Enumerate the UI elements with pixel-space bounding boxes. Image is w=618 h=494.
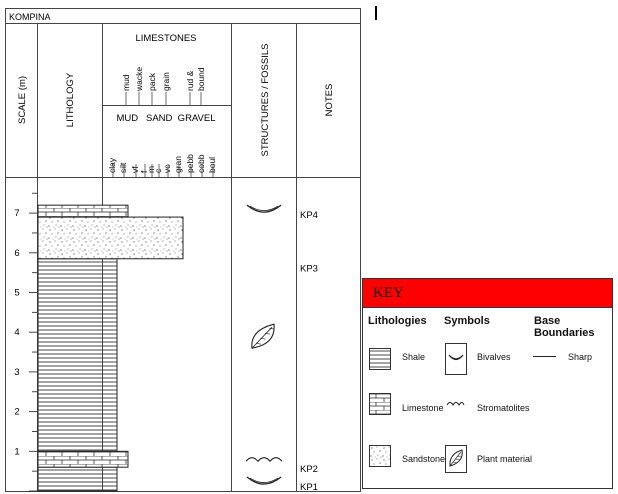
bed-shale [37,258,118,452]
grain-size-label: gran [173,156,183,173]
stromatolites-icon [445,393,465,413]
grain-size-label: f [139,170,149,173]
shale-swatch [369,348,391,370]
text-cursor [375,6,377,20]
limestone-type-label: mud [121,74,131,91]
limestone-type-label: bound [196,67,206,91]
key-boundary-sharp: Sharp [568,352,593,362]
bed-shale [37,466,118,492]
plant-material-icon [445,445,467,473]
bivalves-icon [445,343,467,375]
grain-size-label: cobb [196,154,206,173]
key-lithologies-header: Lithologies [368,315,427,327]
lithology-header: LITHOLOGY [65,72,76,127]
note-label: KP1 [300,482,318,493]
scale-header: SCALE (m) [17,76,28,124]
scale-tick-label: 7 [14,208,19,219]
scale-tick-label: 5 [14,288,19,299]
key-lithology-limestone: Limestone [402,403,444,413]
note-label: KP4 [300,210,318,221]
structures-header: STRUCTURES / FOSSILS [260,44,271,157]
limestone-type-label: pack [147,72,157,91]
grain-size-label: pebb [185,154,195,173]
key-symbol-bivalves: Bivalves [477,352,511,362]
key-lithology-shale: Shale [402,352,426,362]
note-label: KP2 [300,464,318,475]
sample-notes: KP1 KP2 KP3 KP4 [300,210,318,493]
scale-axis: 1 2 3 4 5 6 7 [14,192,37,492]
key-title: KEY [363,279,612,308]
grain-size-label: m [146,166,156,173]
plant-material-icon [251,323,275,349]
limestone-swatch [369,393,391,415]
clastic-groups-header: MUD SAND GRAVEL [116,113,215,124]
limestone-type-label: grain [161,72,171,91]
note-label: KP3 [300,264,318,275]
grain-size-label: clay [107,157,117,173]
limestones-header: LIMESTONES [135,33,196,44]
scale-tick-label: 3 [14,367,19,378]
key-lithology-sandstone: Sandstone [402,454,446,464]
scale-tick-label: 2 [14,407,19,418]
grain-size-label: boul [207,157,217,173]
key-symbol-stromatolites: Stromatolites [477,403,530,413]
stromatolites-icon [245,457,283,463]
grain-size-label: silt [118,162,128,173]
key-boundaries-header: Base Boundaries [534,315,595,339]
section-title: KOMPINA [9,12,51,22]
grain-size-label: vc [162,164,172,173]
bed-limestone [37,204,129,218]
scale-tick-label: 4 [14,327,19,338]
fossil-symbols [245,204,283,485]
sharp-boundary-line [533,356,556,357]
grain-size-label: c [153,168,163,173]
lithology-column [37,204,184,492]
legend-key: KEY Lithologies Symbols Base Boundaries … [362,278,613,489]
notes-header: NOTES [324,84,335,117]
grain-size-label: vf [130,166,140,173]
limestone-type-label: rud & [185,70,195,91]
bivalves-icon [246,204,282,213]
key-symbols-header: Symbols [444,315,490,327]
sandstone-swatch [369,445,391,467]
bed-limestone [37,450,129,468]
limestone-type-label: wacke [134,67,144,92]
scale-tick-label: 1 [14,446,19,457]
bivalves-icon [246,476,282,485]
key-symbol-plant-material: Plant material [477,454,533,464]
scale-tick-label: 6 [14,248,19,259]
bed-sandstone [37,216,184,260]
